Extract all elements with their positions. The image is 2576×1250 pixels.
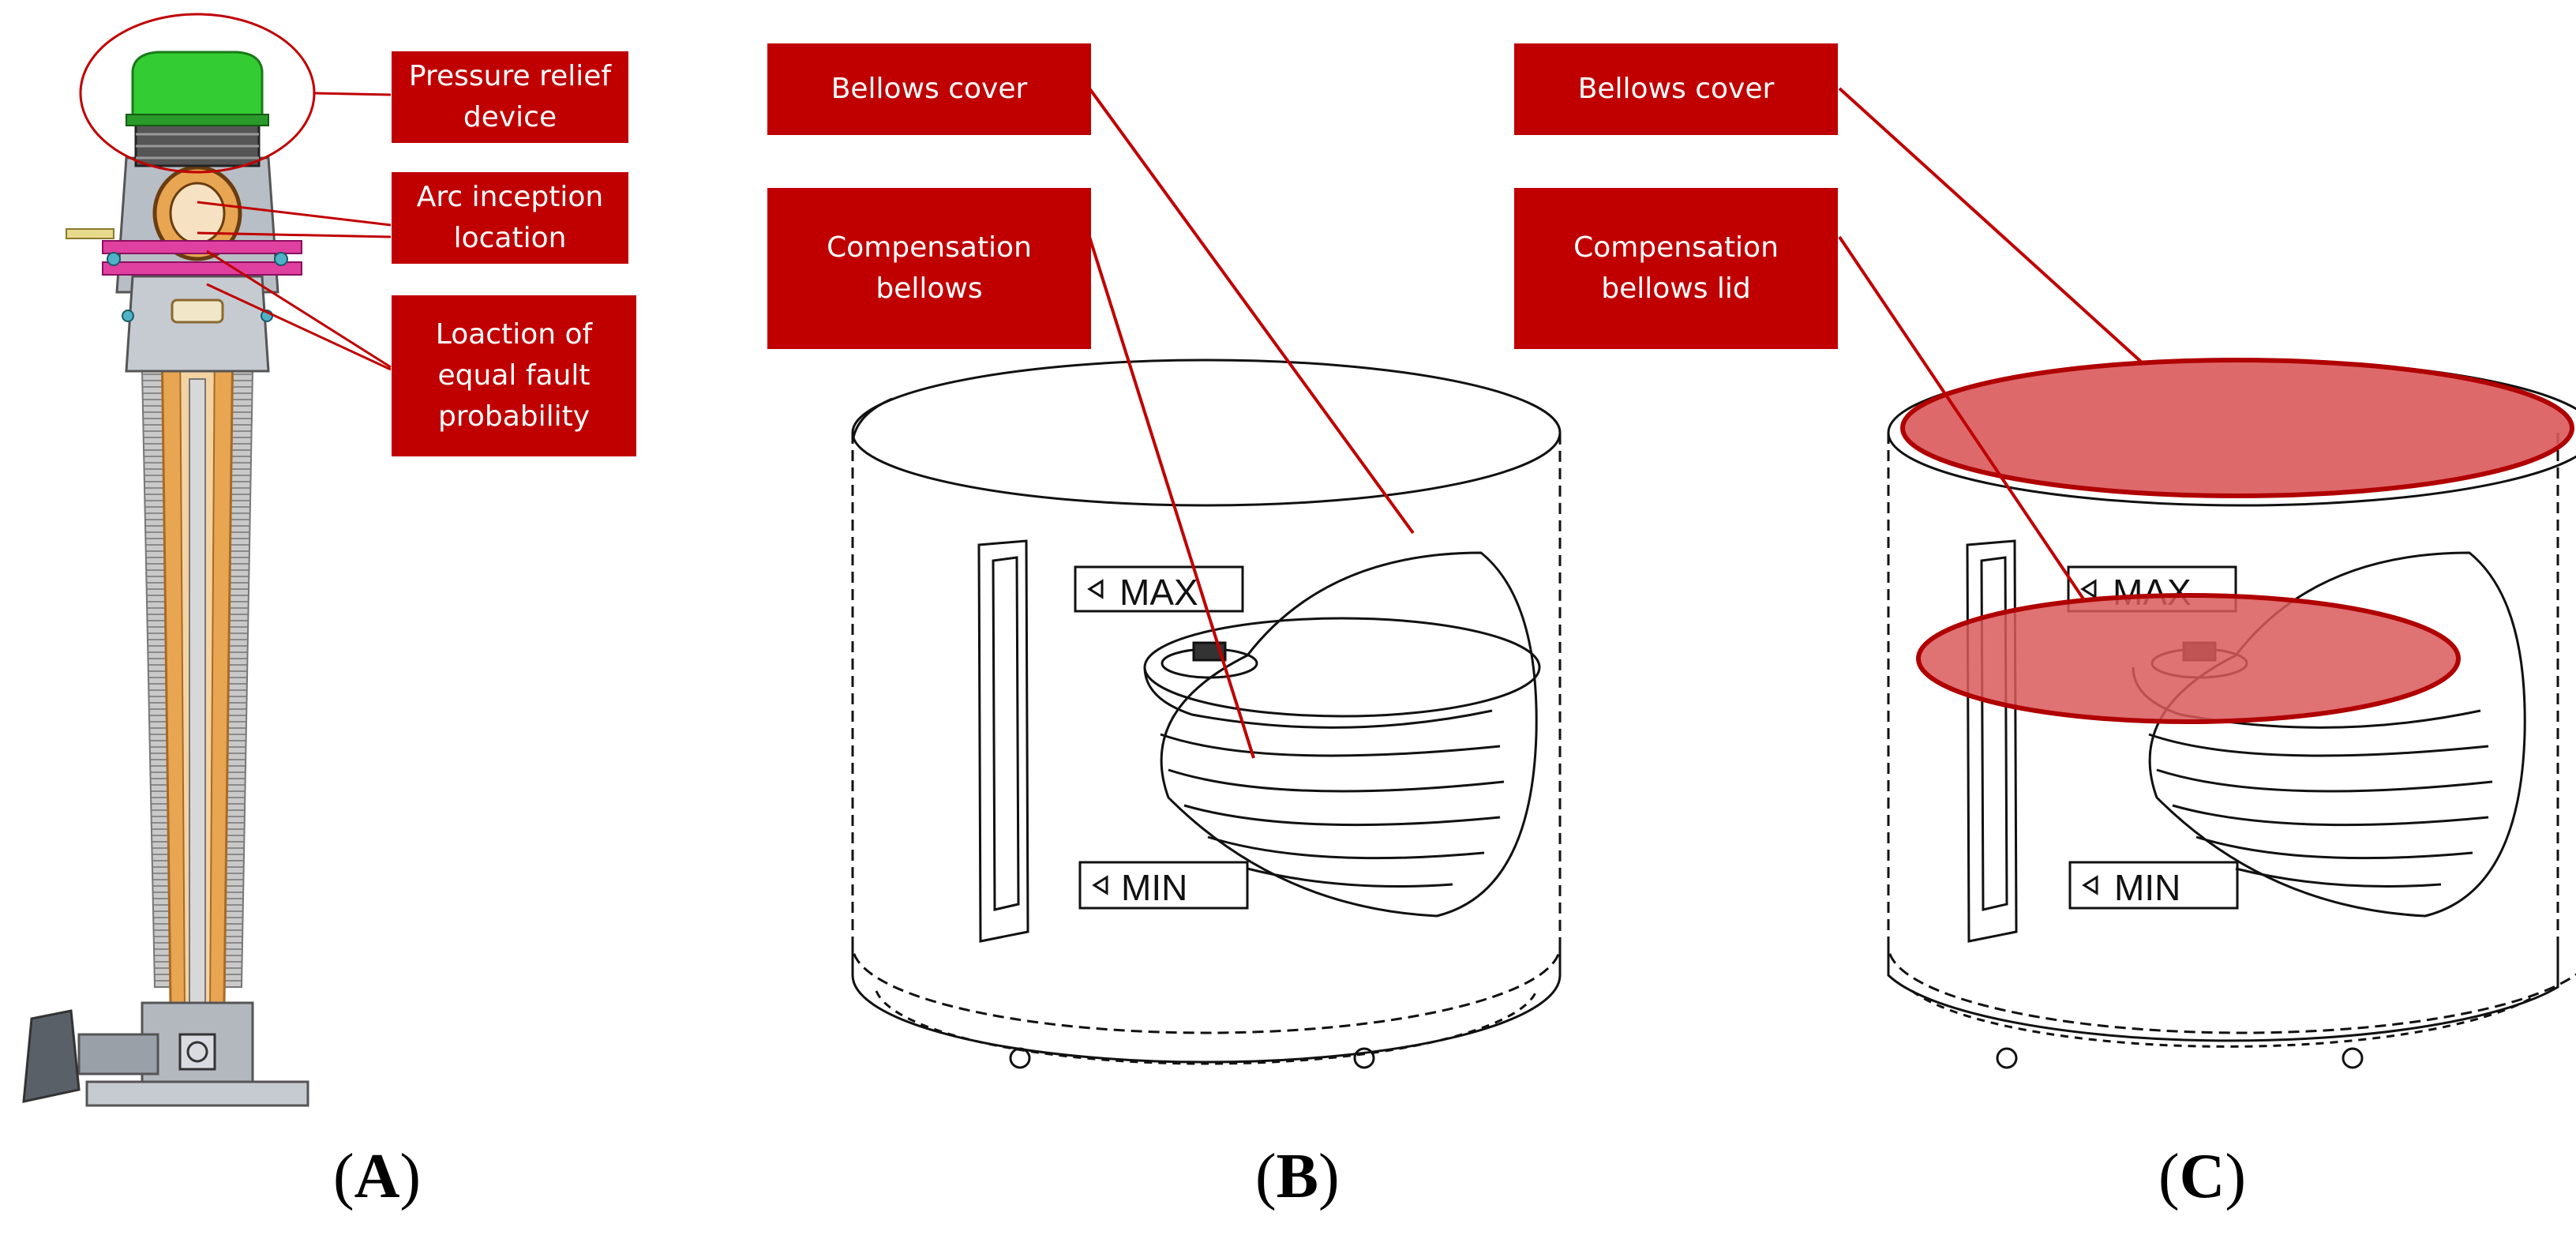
label-line: Loaction of bbox=[435, 318, 593, 351]
caption-close: ) bbox=[399, 1142, 422, 1211]
bellows-lid-highlight bbox=[1916, 593, 2461, 724]
label-line: Pressure relief bbox=[408, 60, 612, 92]
label-compensation-bellows: Compensation bellows bbox=[767, 188, 1091, 349]
label-line: Bellows cover bbox=[831, 73, 1028, 105]
caption-close: ) bbox=[2225, 1142, 2247, 1211]
label-line: equal fault bbox=[437, 359, 591, 392]
panel-b-max-text: MAX bbox=[1119, 572, 1198, 613]
label-line: location bbox=[453, 222, 567, 254]
caption-close: ) bbox=[1318, 1142, 1340, 1211]
label-compensation-bellows-lid: Compensation bellows lid bbox=[1514, 188, 1838, 349]
label-line: device bbox=[463, 101, 557, 133]
panel-b-housing bbox=[851, 358, 1562, 1069]
label-arc-inception-location: Arc inception location bbox=[392, 172, 628, 264]
panel-c-housing bbox=[1887, 358, 2576, 1069]
caption-open: ( bbox=[333, 1142, 354, 1211]
panel-a-caption: (A) bbox=[333, 1145, 421, 1208]
label-line: Arc inception bbox=[416, 181, 604, 213]
label-line: Bellows cover bbox=[1577, 73, 1775, 105]
panel-b-caption: (B) bbox=[1255, 1145, 1340, 1208]
label-bellows-cover-b: Bellows cover bbox=[767, 43, 1091, 135]
caption-letter: A bbox=[354, 1142, 400, 1211]
caption-open: ( bbox=[1255, 1142, 1277, 1211]
caption-letter: C bbox=[2179, 1142, 2225, 1211]
caption-letter: B bbox=[1276, 1142, 1318, 1211]
label-line: Compensation bbox=[827, 231, 1032, 264]
caption-open: ( bbox=[2158, 1142, 2180, 1211]
panel-c-min-text: MIN bbox=[2114, 867, 2180, 908]
label-line: probability bbox=[437, 400, 591, 433]
panel-b-min-text: MIN bbox=[1121, 867, 1187, 908]
label-bellows-cover-c: Bellows cover bbox=[1514, 43, 1838, 135]
label-pressure-relief-device: Pressure relief device bbox=[392, 51, 628, 143]
panel-a-bushing bbox=[22, 13, 392, 1107]
label-line: bellows bbox=[876, 272, 983, 305]
label-line: Compensation bbox=[1573, 231, 1779, 264]
bellows-cover-highlight bbox=[1900, 358, 2574, 498]
label-line: bellows lid bbox=[1601, 272, 1751, 305]
label-equal-fault-probability: Loaction of equal fault probability bbox=[392, 295, 636, 456]
panel-c-caption: (C) bbox=[2158, 1145, 2246, 1208]
